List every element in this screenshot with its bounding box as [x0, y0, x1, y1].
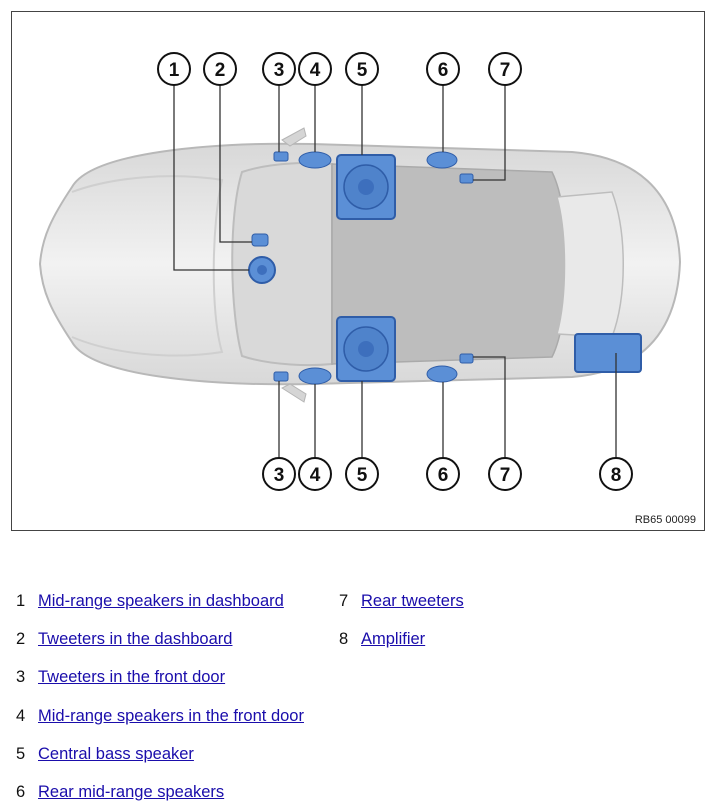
- speaker-tweeter-dashboard: [251, 233, 269, 247]
- legend-item-2: 2 Tweeters in the dashboard: [16, 628, 232, 650]
- callout-number: 8: [611, 465, 622, 486]
- figure-id: RB65 00099: [634, 514, 696, 526]
- link-tweeters-dashboard[interactable]: Tweeters in the dashboard: [38, 629, 233, 648]
- callout-number: 3: [274, 60, 285, 81]
- callout-number: 4: [310, 60, 321, 81]
- callout-number: 4: [310, 465, 321, 486]
- speaker-midrange-frontdoor-bottom: [298, 367, 332, 385]
- speaker-midrange-frontdoor-top: [298, 151, 332, 169]
- link-midrange-front-door[interactable]: Mid-range speakers in the front door: [38, 706, 304, 725]
- amplifier-box: [574, 333, 642, 373]
- link-central-bass[interactable]: Central bass speaker: [38, 744, 194, 763]
- legend-number: 4: [16, 706, 26, 725]
- link-rear-tweeters[interactable]: Rear tweeters: [361, 591, 464, 610]
- legend-item-3: 3 Tweeters in the front door: [16, 666, 225, 688]
- hood-line: [71, 175, 224, 357]
- legend-number: 7: [339, 591, 349, 610]
- callout-number: 2: [215, 60, 226, 81]
- callout-6: 6: [426, 457, 460, 491]
- link-tweeters-front-door[interactable]: Tweeters in the front door: [38, 667, 226, 686]
- callout-5: 5: [345, 457, 379, 491]
- legend-item-5: 5 Central bass speaker: [16, 743, 194, 765]
- callout-number: 3: [274, 465, 285, 486]
- leader-lines: [173, 82, 617, 460]
- callout-number: 5: [357, 465, 368, 486]
- callout-7: 7: [488, 52, 522, 86]
- legend-number: 3: [16, 667, 26, 686]
- legend-number: 5: [16, 744, 26, 763]
- windshield: [231, 161, 333, 367]
- callout-number: 6: [438, 465, 449, 486]
- speaker-rear-tweeter-top: [459, 173, 474, 184]
- legend-item-8: 8 Amplifier: [339, 628, 425, 650]
- callout-number: 5: [357, 60, 368, 81]
- callout-number: 7: [500, 60, 511, 81]
- speaker-tweeter-frontdoor-top: [273, 151, 289, 162]
- rear-window: [556, 191, 624, 338]
- speaker-rear-tweeter-bottom: [459, 353, 474, 364]
- legend-number: 6: [16, 782, 26, 801]
- callout-number: 1: [169, 60, 180, 81]
- callout-3: 3: [262, 457, 296, 491]
- speaker-rear-midrange-bottom: [426, 365, 458, 383]
- callout-5: 5: [345, 52, 379, 86]
- callout-6: 6: [426, 52, 460, 86]
- legend-item-6: 6 Rear mid-range speakers: [16, 781, 224, 803]
- speaker-rear-midrange-top: [426, 151, 458, 169]
- callout-number: 6: [438, 60, 449, 81]
- callout-7: 7: [488, 457, 522, 491]
- mirror-right: [280, 383, 307, 403]
- speaker-tweeter-frontdoor-bottom: [273, 371, 289, 382]
- mirror-left: [281, 127, 307, 147]
- callout-2: 2: [203, 52, 237, 86]
- link-rear-midrange[interactable]: Rear mid-range speakers: [38, 782, 225, 801]
- callout-4: 4: [298, 52, 332, 86]
- speaker-midrange-dashboard: [248, 256, 276, 284]
- link-midrange-dashboard[interactable]: Mid-range speakers in dashboard: [38, 591, 284, 610]
- link-amplifier[interactable]: Amplifier: [361, 629, 426, 648]
- callout-1: 1: [157, 52, 191, 86]
- legend-item-7: 7 Rear tweeters: [339, 590, 464, 612]
- speaker-central-bass-bottom: [336, 316, 396, 382]
- callout-8: 8: [599, 457, 633, 491]
- legend-number: 1: [16, 591, 26, 610]
- callout-number: 7: [500, 465, 511, 486]
- callout-3: 3: [262, 52, 296, 86]
- speaker-central-bass-top: [336, 154, 396, 220]
- legend-item-4: 4 Mid-range speakers in the front door: [16, 705, 304, 727]
- legend-item-1: 1 Mid-range speakers in dashboard: [16, 590, 284, 612]
- callout-4: 4: [298, 457, 332, 491]
- speaker-diagram: 1 2 3 4 5 6 7 3 4 5 6 7 8 RB65 00099: [11, 11, 705, 531]
- legend-number: 2: [16, 629, 26, 648]
- car-topview-svg: 1 2 3 4 5 6 7 3 4 5 6 7 8: [38, 52, 682, 491]
- legend-number: 8: [339, 629, 349, 648]
